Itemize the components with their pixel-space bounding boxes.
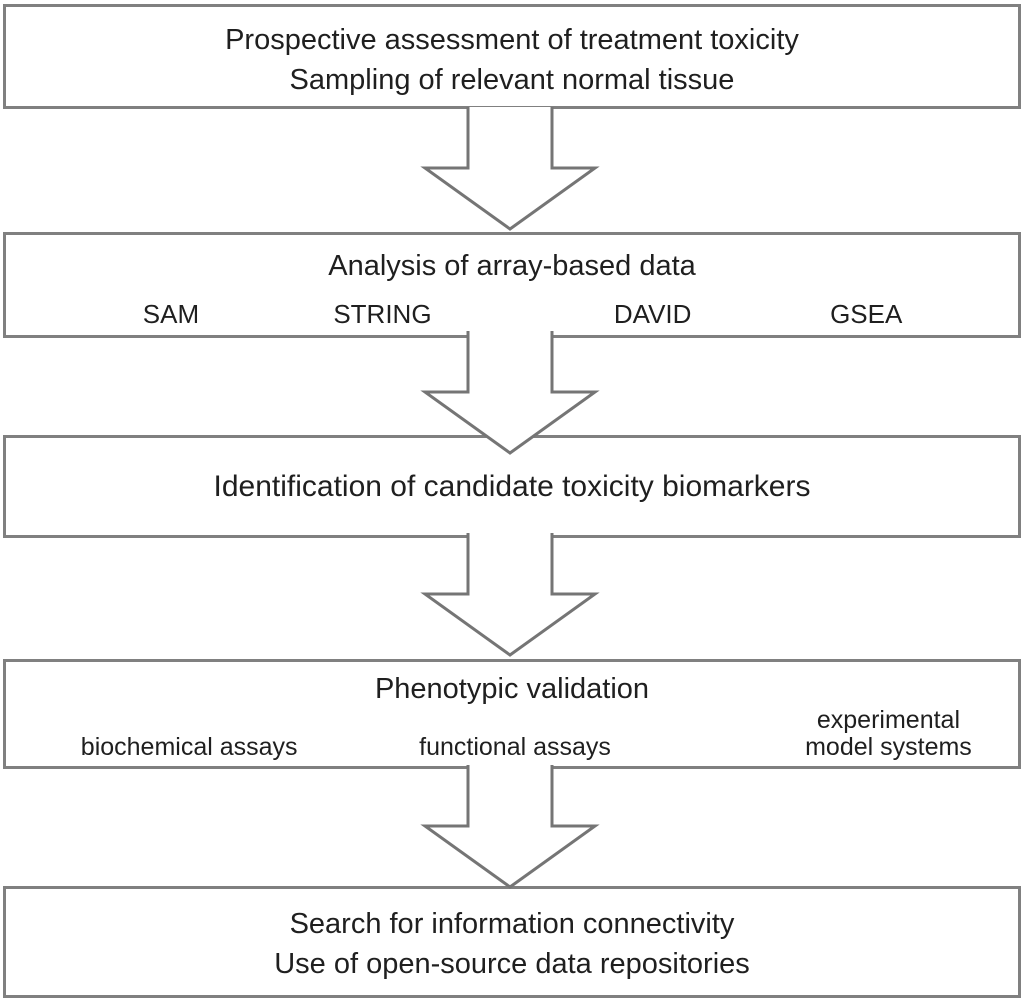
- flow-box-phenotypic-validation: Phenotypic validation biochemical assays…: [3, 659, 1021, 769]
- down-arrow-icon: [420, 331, 600, 455]
- sub-label-line: experimental: [816, 706, 961, 734]
- box-title: Analysis of array-based data: [328, 250, 696, 282]
- flow-box-information-connectivity: Search for information connectivity Use …: [3, 886, 1021, 998]
- box-text-line: Prospective assessment of treatment toxi…: [225, 23, 799, 56]
- sub-label-functional-assays: functional assays: [419, 733, 611, 761]
- down-arrow-icon: [420, 533, 600, 657]
- flow-box-prospective-assessment: Prospective assessment of treatment toxi…: [3, 4, 1021, 109]
- flow-box-array-analysis: Analysis of array-based data SAM STRING …: [3, 232, 1021, 338]
- tool-label-string: STRING: [333, 299, 432, 329]
- tool-label-gsea: GSEA: [830, 299, 903, 329]
- box-title: Phenotypic validation: [374, 673, 650, 705]
- box-text-line: Sampling of relevant normal tissue: [289, 63, 735, 96]
- tool-label-david: DAVID: [613, 299, 692, 329]
- down-arrow-icon: [420, 765, 600, 889]
- sub-label-experimental-model-systems: experimental model systems: [805, 707, 972, 761]
- box-text-line: Search for information connectivity: [289, 908, 735, 940]
- tool-label-sam: SAM: [142, 299, 200, 329]
- sub-label-line: model systems: [805, 733, 972, 761]
- box-text-line: Identification of candidate toxicity bio…: [213, 469, 811, 503]
- down-arrow-icon: [420, 107, 600, 231]
- box-text-line: Use of open-source data repositories: [274, 948, 750, 980]
- sub-label-biochemical-assays: biochemical assays: [80, 733, 298, 761]
